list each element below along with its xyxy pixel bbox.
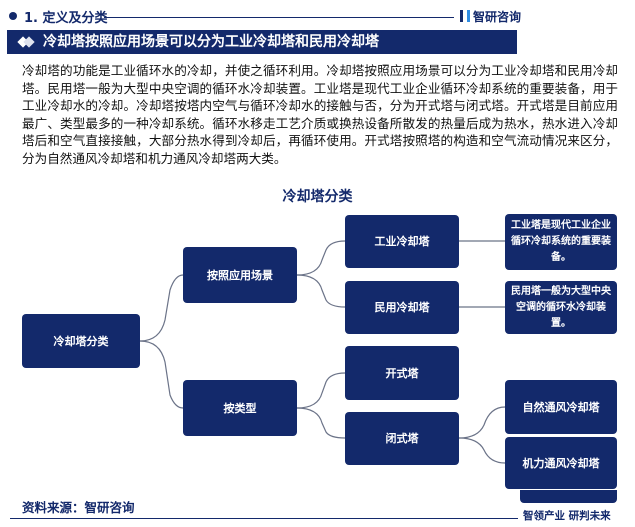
node-closed: 闭式塔 [345, 412, 459, 465]
title-bar: 冷却塔按照应用场景可以分为工业冷却塔和民用冷却塔 [7, 30, 517, 54]
brand-name: 智研咨询 [473, 10, 522, 24]
connector [139, 340, 184, 409]
connector [458, 406, 506, 439]
node-mechanical: 机力通风冷却塔 [505, 437, 617, 489]
node-open: 开式塔 [345, 346, 459, 400]
description-paragraph: 冷却塔的功能是工业循环水的冷却，并使之循环利用。冷却塔按照应用场景可以分为工业冷… [22, 63, 618, 166]
source-note: 资料来源：智研咨询 [22, 500, 135, 515]
node-civil-desc: 民用塔一般为大型中央空调的循环水冷却装置。 [505, 281, 617, 334]
connector [458, 437, 506, 464]
section-heading: 1. 定义及分类 [24, 11, 108, 26]
connector [296, 407, 346, 439]
page-title: 冷却塔按照应用场景可以分为工业冷却塔和民用冷却塔 [43, 34, 379, 50]
node-civil: 民用冷却塔 [345, 281, 459, 334]
diagram-title: 冷却塔分类 [282, 189, 353, 205]
connector [296, 274, 346, 308]
divider [104, 17, 454, 18]
node-industrial-desc: 工业塔是现代工业企业循环冷却系统的重要装备。 [505, 214, 617, 270]
connector [139, 274, 184, 342]
bullet-icon [9, 12, 17, 20]
brand-logo: 智研咨询 [460, 8, 521, 25]
slogan: 智领产业 研判未来 [523, 510, 611, 522]
node-by-type: 按类型 [183, 380, 297, 436]
node-natural: 自然通风冷却塔 [505, 380, 617, 434]
node-by-scene: 按照应用场景 [183, 247, 297, 303]
node-root: 冷却塔分类 [22, 314, 140, 368]
connector [296, 240, 346, 276]
node-industrial: 工业冷却塔 [345, 215, 459, 268]
connector [296, 372, 346, 409]
logo-icon [460, 10, 470, 22]
footer-tab [520, 490, 617, 503]
footer-divider [10, 518, 518, 519]
